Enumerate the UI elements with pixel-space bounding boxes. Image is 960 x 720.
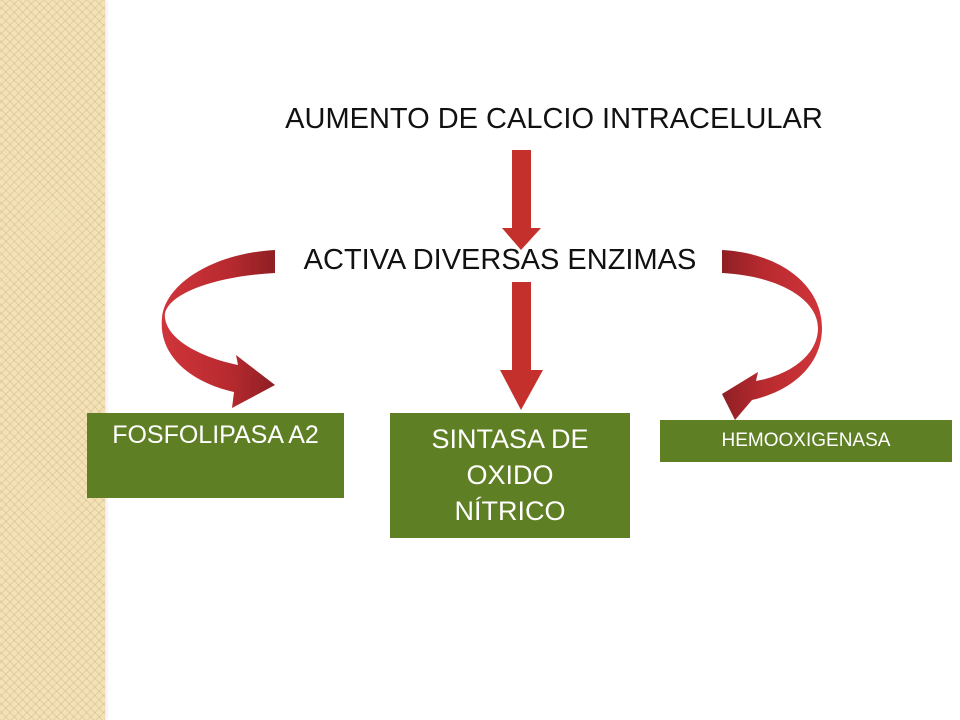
main-title: AUMENTO DE CALCIO INTRACELULAR — [285, 103, 823, 135]
decorative-side-panel — [0, 0, 105, 720]
box-sintasa-oxido-nitrico: SINTASA DE OXIDO NÍTRICO — [390, 413, 630, 538]
box-fosfolipasa: FOSFOLIPASA A2 — [87, 413, 344, 498]
subtitle-label: ACTIVA DIVERSAS ENZIMAS — [303, 244, 697, 276]
arrow-down-middle — [500, 282, 543, 410]
curved-arrow-left — [161, 250, 275, 408]
arrow-down-top — [502, 150, 541, 250]
box-hemooxigenasa: HEMOOXIGENASA — [660, 420, 952, 462]
curved-arrow-right — [722, 250, 822, 420]
